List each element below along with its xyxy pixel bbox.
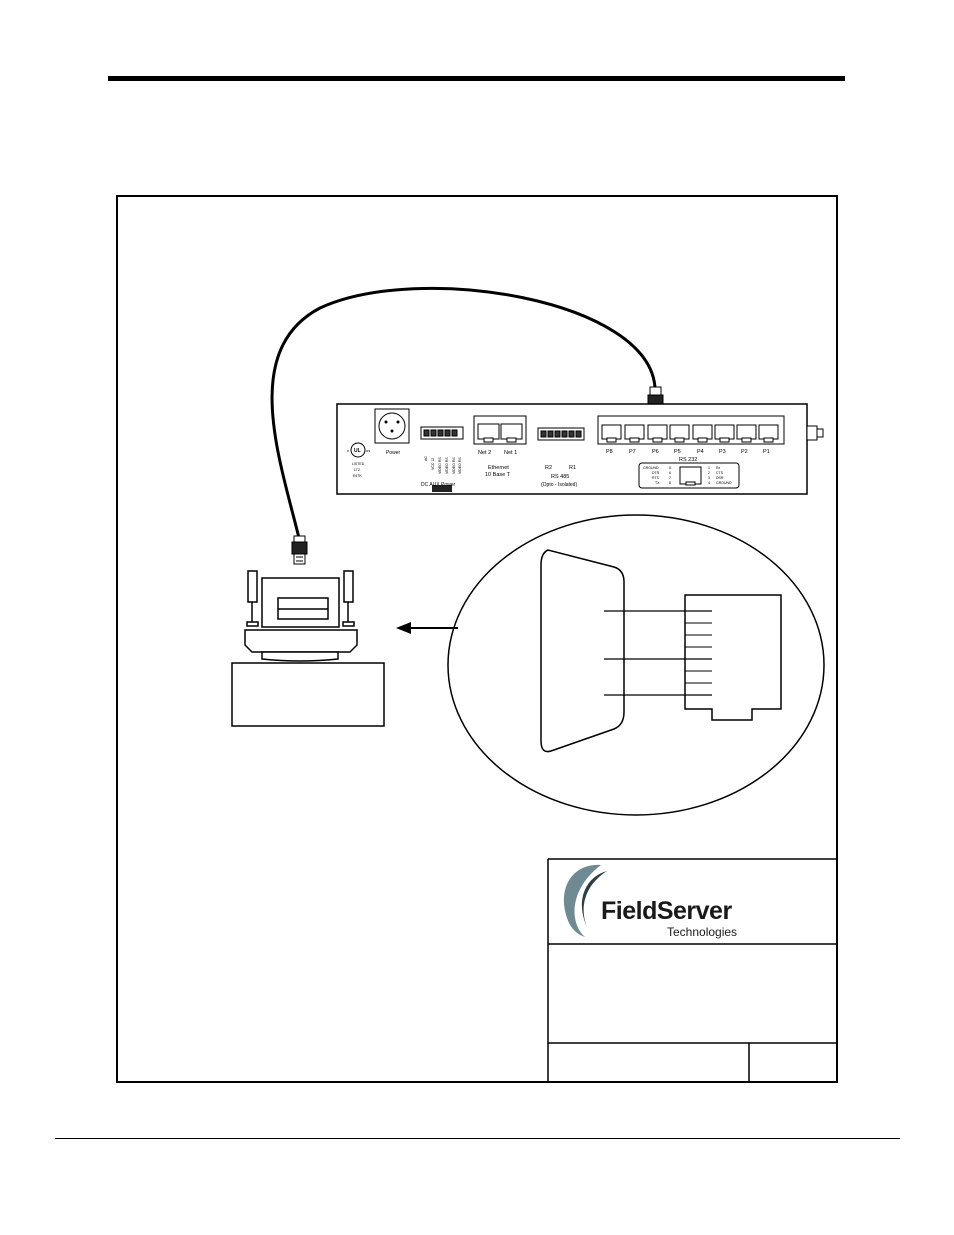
port-label-p8: P8 [606,449,613,455]
db25-adapter [245,571,357,661]
callout-rj45-jack [685,595,781,720]
pinout-left-num-3: 7 [669,476,671,480]
net1-label: Net 1 [504,450,517,456]
aux-term-1: AC [424,456,428,461]
aux-term-5: VIDEO RS [452,457,456,474]
pinout-left-2: DTR [652,471,660,475]
port-label-p2: P2 [741,449,748,455]
logo-brand-text: FieldServer [601,897,732,926]
host-device-box [232,663,384,726]
aux-term-4: VIDEO RS [445,457,449,474]
aux-term-6: VIDEO RS [458,457,462,474]
ul-us-label: us [366,448,370,453]
pinout-left-1: GROUND [643,466,659,470]
pinout-right-1: Rx [716,466,721,470]
rj45-plug-bottom [292,536,307,564]
aux-terminal-block [421,427,463,439]
port-label-p4: P4 [697,449,704,455]
ethernet-label: Ethernet [488,465,509,471]
callout-connector-body [541,550,624,752]
rs232-label: RS 232 [679,457,697,463]
footer-rule [55,1138,900,1139]
port-label-p7: P7 [629,449,636,455]
port-label-p6: P6 [652,449,659,455]
pinout-right-num-2: 2 [708,471,710,475]
fieldserver-unit: Power Net 2 Net 1 Ethernet 10 Base T R2 … [337,404,823,494]
pinout-right-num-3: 3 [708,476,710,480]
pinout-right-3: DSR [716,476,724,480]
ethernet-ports [474,416,526,444]
rs232-ports [598,416,784,444]
fieldserver-logo: FieldServer Technologies [549,861,837,943]
dc-aux-label: DC AUX Power [421,482,456,488]
rs485-terminal-block [538,428,584,440]
aux-term-2: VCC 12 [431,458,435,470]
ul-c-label: c [347,448,349,453]
ul-text-3: E6TK [353,474,362,478]
port-label-p3: P3 [719,449,726,455]
rs485-sub-label: (Opto - Isolated) [541,482,577,488]
ul-text-1: LISTED [352,462,365,466]
pinout-left-num-1: 5 [669,466,671,470]
port-label-p5: P5 [674,449,681,455]
port-label-p1: P1 [763,449,770,455]
r2-label: R2 [545,465,552,471]
pinout-right-num-4: 4 [708,481,710,485]
r1-label: R1 [569,465,576,471]
ul-text-2: LTZ [354,468,361,472]
pinout-left-3: RTS [652,476,660,480]
detail-arrow [396,622,458,634]
logo-sub-text: Technologies [667,925,737,939]
pinout-right-2: CTS [716,471,724,475]
pinout-right-num-1: 1 [708,466,710,470]
aux-term-3: VIDEO RS [438,457,442,474]
pinout-right-4: GROUND [716,481,732,485]
rs485-label: RS 485 [551,474,569,480]
net2-label: Net 2 [478,450,491,456]
power-label: Power [386,450,401,456]
ethernet-sub-label: 10 Base T [485,472,511,478]
pinout-left-num-2: 6 [669,471,671,475]
ul-label: UL [354,448,361,454]
pinout-left-num-4: 8 [669,481,671,485]
pinout-left-4: TX [655,481,660,485]
